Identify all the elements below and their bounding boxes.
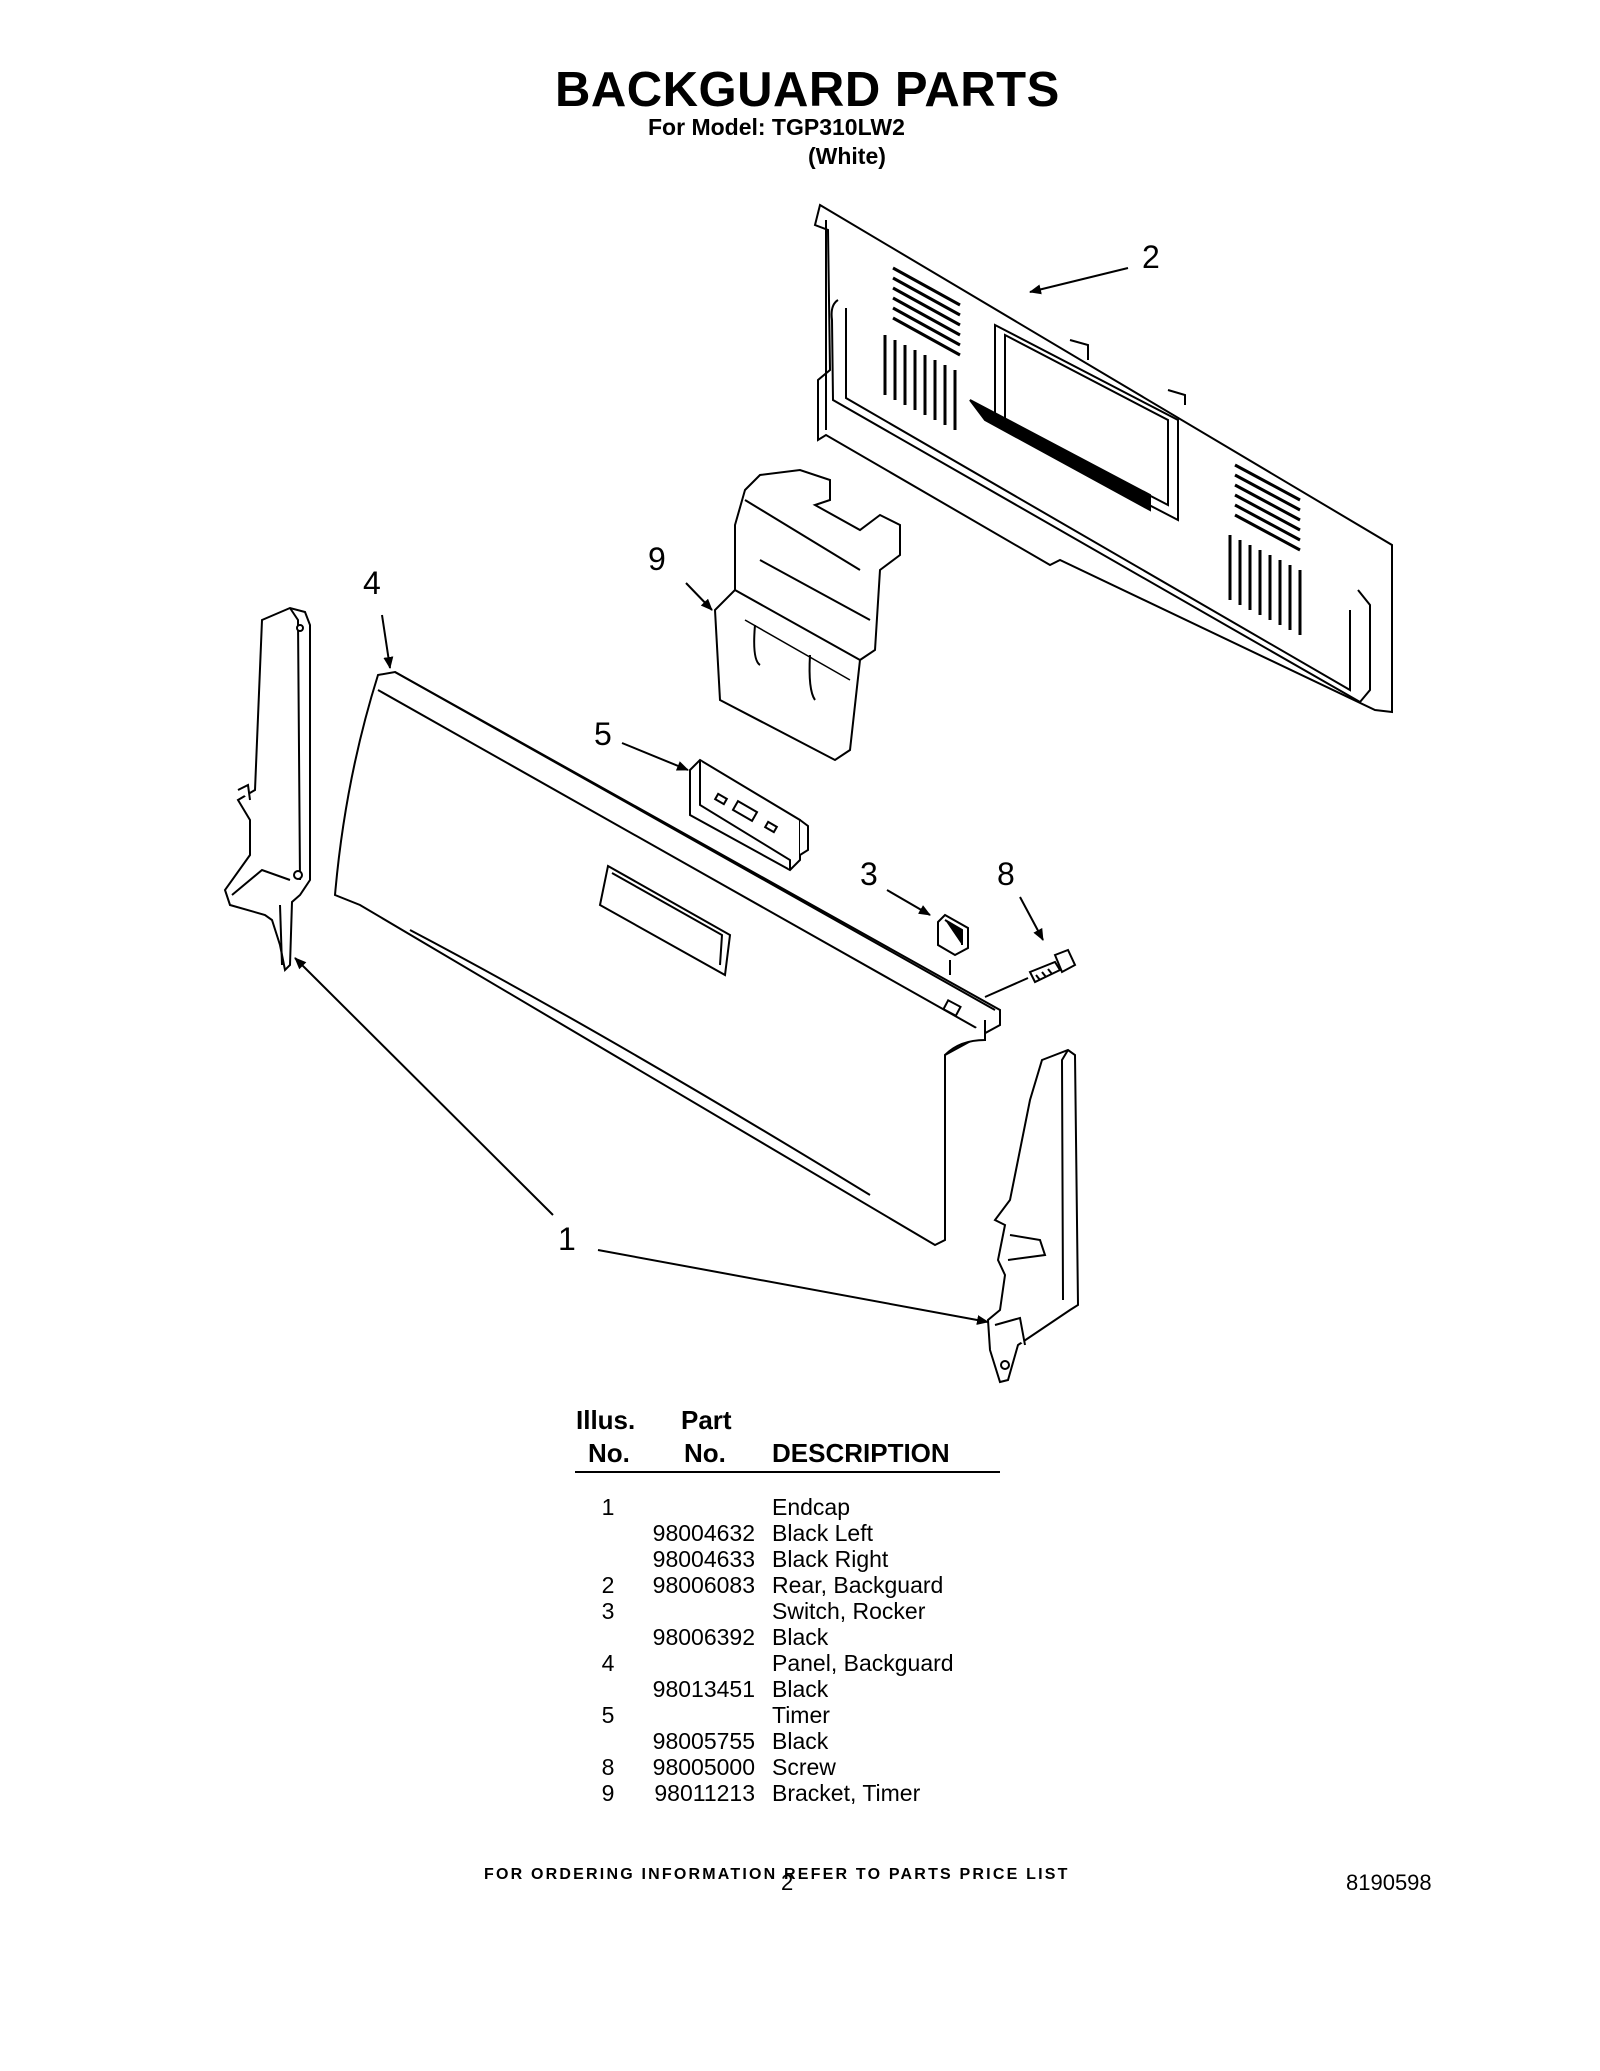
illus-no: 9 (601, 1780, 615, 1806)
part-no: 98004632 (652, 1520, 755, 1546)
description: Panel, Backguard (772, 1650, 954, 1676)
header-illus-bottom: No. (588, 1438, 630, 1468)
illus-no: 3 (601, 1598, 615, 1624)
part-no: 98013451 (652, 1676, 755, 1702)
illus-no: 4 (601, 1650, 615, 1676)
endcap-left-part (223, 606, 311, 973)
part-no: 98006083 (652, 1572, 755, 1598)
description: Black (772, 1728, 829, 1754)
description: Switch, Rocker (772, 1598, 926, 1624)
illus-no: 8 (601, 1754, 615, 1780)
document-number: 8190598 (1346, 1870, 1432, 1895)
description: Black (772, 1624, 829, 1650)
description: Bracket, Timer (772, 1780, 921, 1806)
part-no: 98006392 (652, 1624, 755, 1650)
endcap-right-part (986, 1048, 1080, 1384)
callout-8: 8 (997, 856, 1015, 892)
header-part-bottom: No. (684, 1438, 726, 1468)
timer-bracket-part (713, 468, 901, 762)
description: Timer (772, 1702, 830, 1728)
illus-no: 2 (601, 1572, 615, 1598)
part-no: 98004633 (652, 1546, 755, 1572)
description: Black (772, 1676, 829, 1702)
timer-part (689, 758, 809, 872)
rocker-switch-part (937, 913, 969, 975)
part-no: 98005755 (652, 1728, 755, 1754)
callout-1: 1 (558, 1221, 576, 1257)
illus-no: 1 (601, 1494, 615, 1520)
color-variant: (White) (808, 143, 886, 169)
page-number: 2 (781, 1870, 794, 1895)
backguard-panel-part (333, 670, 1001, 1247)
part-no: 98011213 (654, 1780, 755, 1806)
table-header-rule (575, 1471, 1000, 1473)
leader-lines (294, 267, 1129, 1325)
callout-2: 2 (1142, 239, 1160, 275)
callout-4: 4 (363, 565, 381, 601)
description: Black Right (772, 1546, 889, 1572)
model-line: For Model: TGP310LW2 (648, 114, 905, 140)
exploded-parts-diagram: 2 9 4 5 3 8 1 (223, 203, 1393, 1384)
header-part-top: Part (681, 1405, 732, 1435)
part-no: 98005000 (652, 1754, 755, 1780)
description: Black Left (772, 1520, 873, 1546)
rear-backguard-part (813, 203, 1393, 714)
ordering-note: FOR ORDERING INFORMATION REFER TO PARTS … (484, 1866, 1070, 1883)
description: Screw (772, 1754, 836, 1780)
description: Endcap (772, 1494, 851, 1520)
page-title: BACKGUARD PARTS (555, 63, 1060, 117)
screw-part (1028, 948, 1077, 984)
header-description: DESCRIPTION (772, 1438, 950, 1468)
callout-3: 3 (860, 856, 878, 892)
description: Rear, Backguard (772, 1572, 944, 1598)
callout-9: 9 (648, 541, 666, 577)
header-illus-top: Illus. (576, 1405, 636, 1435)
illus-no: 5 (601, 1702, 615, 1728)
callout-5: 5 (594, 716, 612, 752)
